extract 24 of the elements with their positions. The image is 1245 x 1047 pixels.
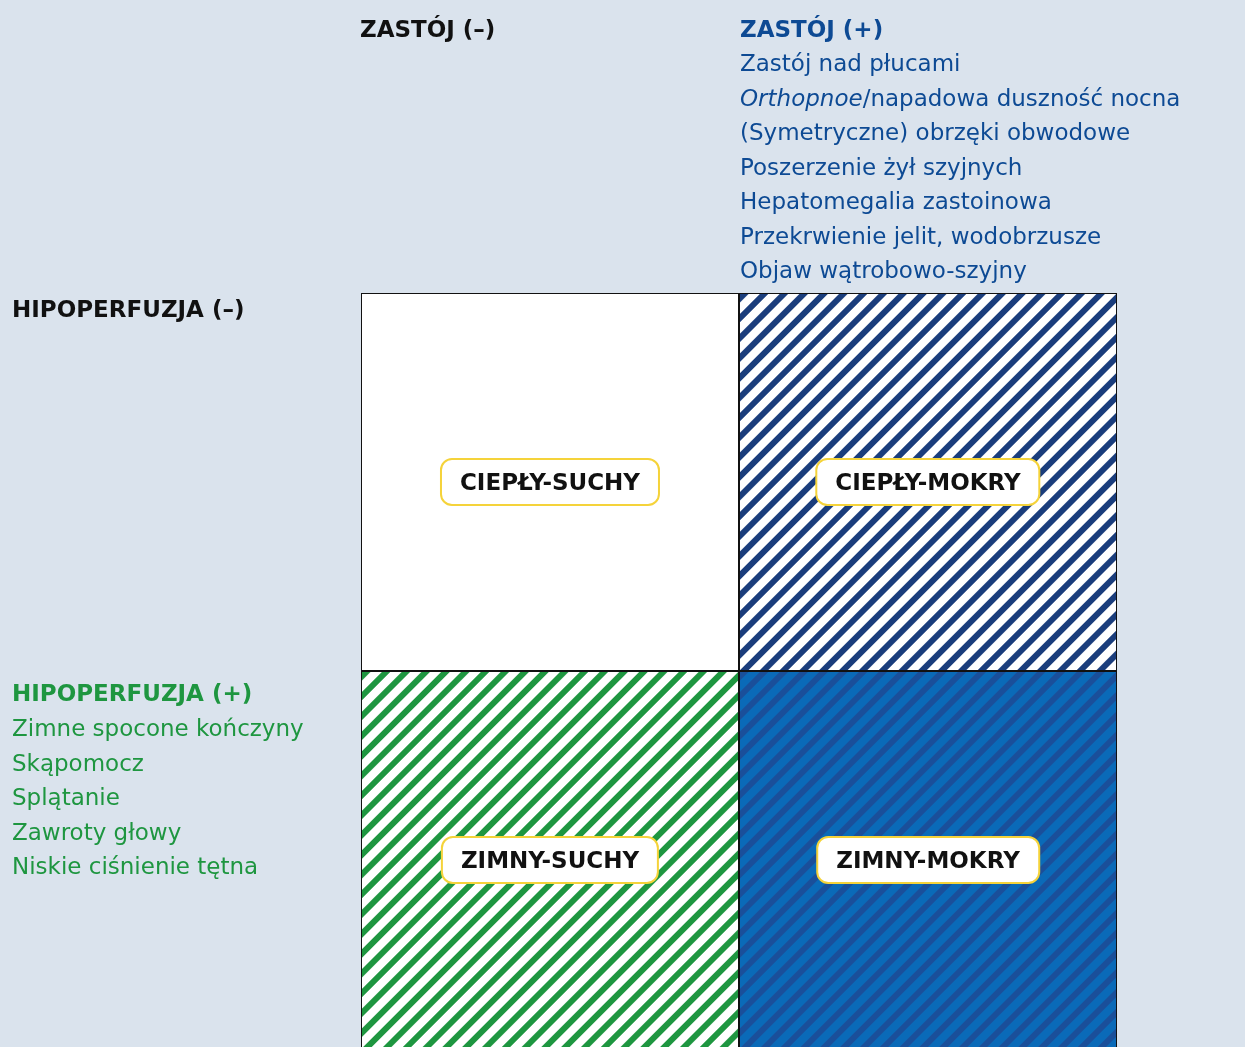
quadrant-label: CIEPŁY-SUCHY xyxy=(440,458,660,506)
symptom-text: Niskie ciśnienie tętna xyxy=(12,852,259,881)
quadrant-label: ZIMNY-MOKRY xyxy=(816,836,1040,884)
symptom-text: Zastój nad płucami xyxy=(740,49,961,78)
axis-heading: HIPOPERFUZJA (–) xyxy=(12,295,245,324)
axis-heading: ZASTÓJ (+) xyxy=(740,14,884,44)
quadrant-label: ZIMNY-SUCHY xyxy=(440,836,660,884)
symptom-text: Poszerzenie żył szyjnych xyxy=(740,152,1023,182)
symptom-text: Splątanie xyxy=(12,783,120,812)
symptom-text: Objaw wątrobowo-szyjny xyxy=(740,256,1027,285)
symptom-text: Zawroty głowy xyxy=(12,817,182,847)
hatched-quadrant xyxy=(739,671,1117,1047)
symptom-text: (Symetryczne) obrzęki obwodowe xyxy=(740,118,1131,147)
axis-heading: ZASTÓJ (–) xyxy=(360,14,496,44)
quadrant-panel xyxy=(361,293,739,671)
quadrant-label: CIEPŁY-MOKRY xyxy=(815,458,1041,506)
symptom-text: Przekrwienie jelit, wodobrzusze xyxy=(740,221,1102,251)
symptom-text: Skąpomocz xyxy=(12,748,144,778)
symptom-text: Orthopnoe/napadowa duszność nocna xyxy=(740,83,1181,113)
axis-heading: HIPOPERFUZJA (+) xyxy=(12,679,253,708)
symptom-text: Zimne spocone kończyny xyxy=(12,714,304,743)
hatched-quadrant xyxy=(739,293,1117,671)
hatched-quadrant xyxy=(361,671,739,1047)
symptom-text: Hepatomegalia zastoinowa xyxy=(740,187,1052,216)
